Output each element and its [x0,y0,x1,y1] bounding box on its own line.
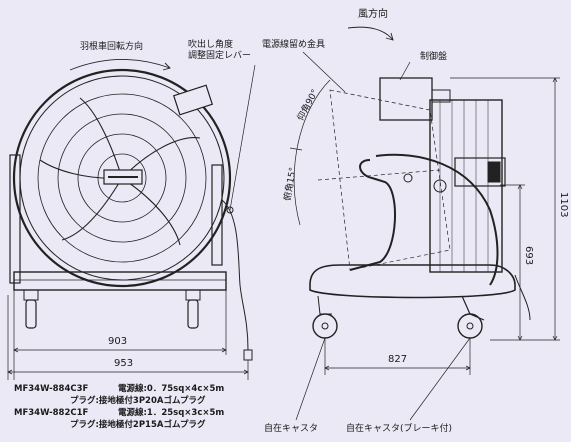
dim-693: 693 [523,246,534,266]
caster-brake-label: 自在キャスタ(ブレーキ付) [346,424,453,434]
spec-model-1: MF34W-884C3F [14,384,89,394]
spec-plug-1: プラグ:接地極付3P20Aゴムプラグ [70,396,206,406]
spec-cable-2: 電源線:1．25sq×3c×5m [118,408,225,418]
front-dimensions [7,290,249,380]
spec-model-2: MF34W-882C1F [14,408,89,418]
lever-label: 吹出し角度 調整固定レバー [188,40,252,61]
spec-cable-1: 電源線:0．75sq×4c×5m [118,384,225,394]
caster-label: 自在キャスタ [264,424,319,434]
spec-plug-2: プラグ:接地極付2P15Aゴムプラグ [70,420,206,430]
side-view [289,26,531,339]
front-view [9,59,256,361]
side-dimensions [324,77,560,375]
cord-clamp-label: 電源線留め金具 [262,40,326,50]
wind-direction-label: 風方向 [358,9,388,20]
caster-leaders [295,337,471,421]
dim-827: 827 [388,354,408,365]
dim-1103: 1103 [558,192,569,218]
dim-903: 903 [108,336,128,347]
control-panel-label: 制御盤 [420,52,448,62]
dim-953: 953 [114,358,134,369]
blade-rotation-label: 羽根車回転方向 [80,42,144,52]
